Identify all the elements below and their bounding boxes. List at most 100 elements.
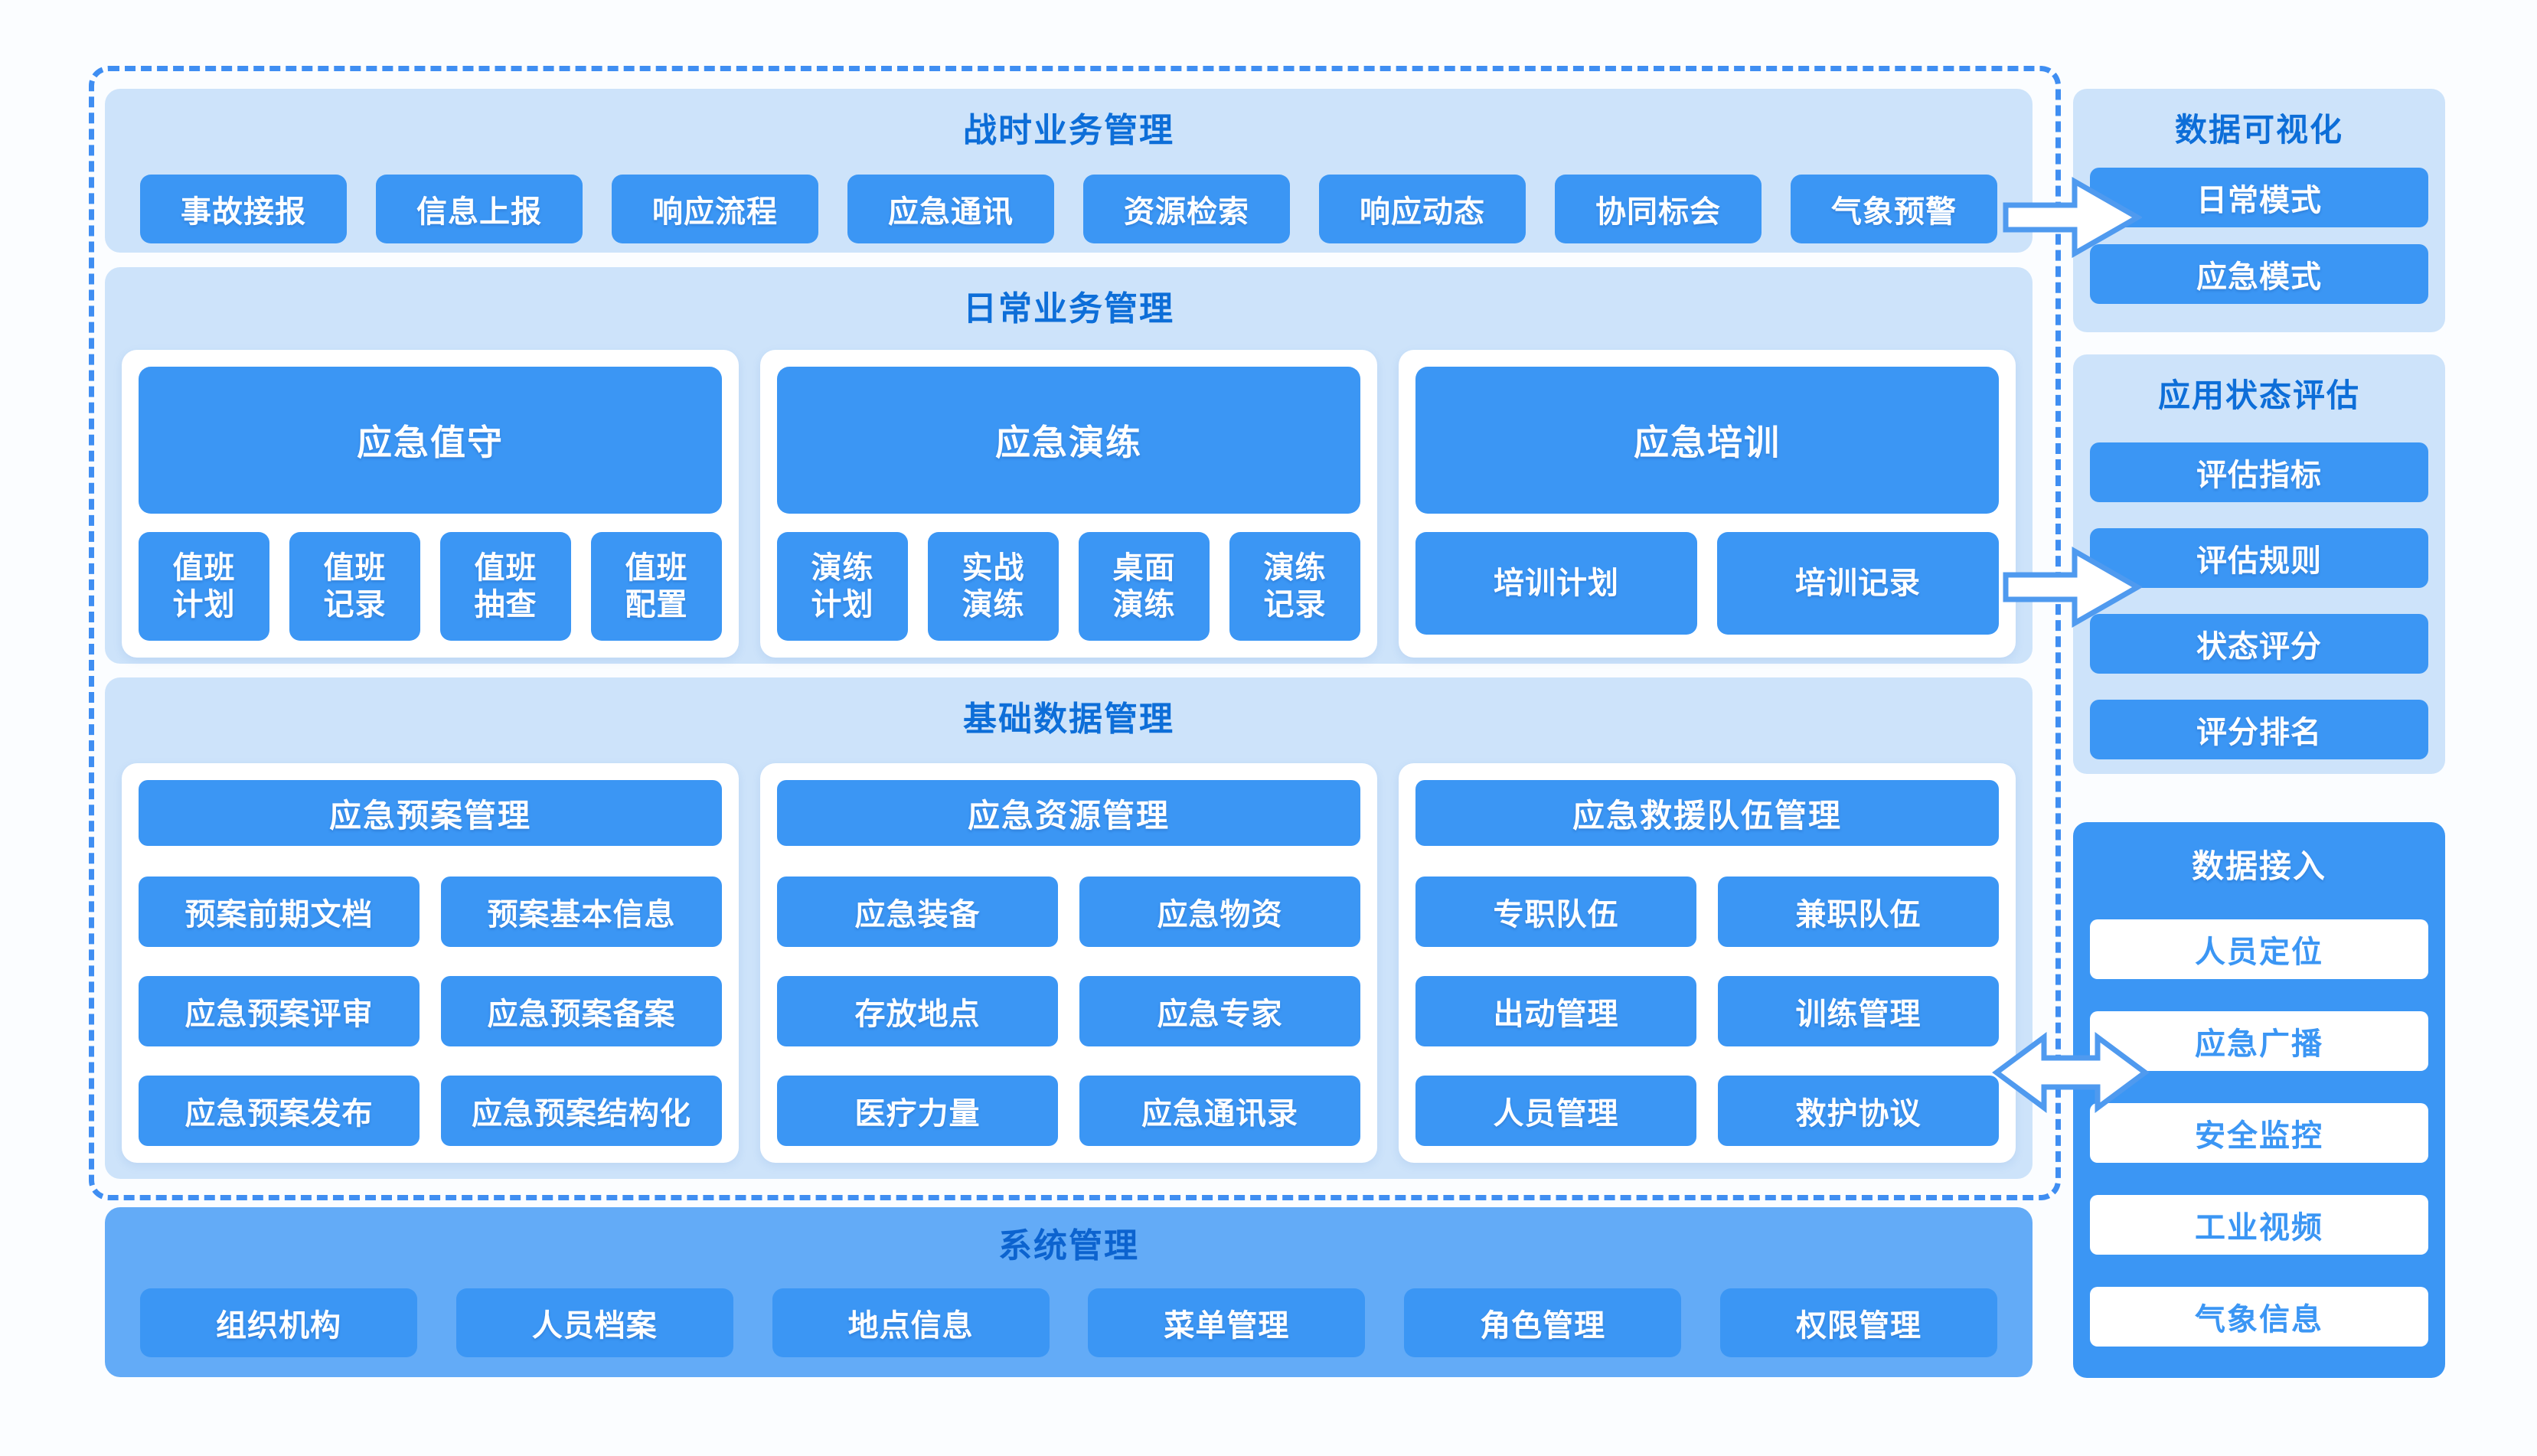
button-plan-review[interactable]: 应急预案评审 xyxy=(139,976,420,1046)
button-label: 值班计划 xyxy=(172,551,236,622)
button-collaborative-marking[interactable]: 协同标会 xyxy=(1555,175,1762,243)
daily-cards-row: 应急值守 值班计划 值班记录 值班抽查 值班配置 应急演练 演练计划 实战演练 … xyxy=(105,330,2033,658)
button-experts[interactable]: 应急专家 xyxy=(1079,976,1360,1046)
card-plan-management: 应急预案管理 预案前期文档 预案基本信息 应急预案评审 应急预案备案 应急预案发… xyxy=(122,763,739,1163)
button-label: 实战演练 xyxy=(962,551,1025,622)
button-label: 值班记录 xyxy=(323,551,387,622)
drill-subbutton-row: 演练计划 实战演练 桌面演练 演练记录 xyxy=(777,532,1360,641)
button-duty-plan[interactable]: 值班计划 xyxy=(139,532,269,641)
button-safety-monitoring[interactable]: 安全监控 xyxy=(2090,1103,2428,1163)
panel-data-access: 数据接入 人员定位 应急广播 安全监控 工业视频 气象信息 xyxy=(2073,822,2445,1378)
button-rescue-agreement[interactable]: 救护协议 xyxy=(1718,1076,1999,1146)
button-drill-record[interactable]: 演练记录 xyxy=(1229,532,1360,641)
duty-subbutton-row: 值班计划 值班记录 值班抽查 值班配置 xyxy=(139,532,722,641)
section-title-daily: 日常业务管理 xyxy=(963,290,1174,328)
section-title-system: 系统管理 xyxy=(998,1227,1139,1265)
button-permission-management[interactable]: 权限管理 xyxy=(1719,1288,1997,1357)
button-daily-mode[interactable]: 日常模式 xyxy=(2090,168,2428,227)
card-emergency-training: 应急培训 培训计划 培训记录 xyxy=(1399,350,2016,658)
button-drill-plan[interactable]: 演练计划 xyxy=(777,532,908,641)
button-training-management[interactable]: 训练管理 xyxy=(1718,976,1999,1046)
button-accident-report[interactable]: 事故接报 xyxy=(140,175,347,243)
basic-cards-row: 应急预案管理 预案前期文档 预案基本信息 应急预案评审 应急预案备案 应急预案发… xyxy=(105,740,2033,1163)
arrow-right-to-evaluation-icon xyxy=(2003,546,2142,628)
button-plan-predocs[interactable]: 预案前期文档 xyxy=(139,877,420,947)
button-info-report[interactable]: 信息上报 xyxy=(376,175,583,243)
button-emergency-comm[interactable]: 应急通讯 xyxy=(847,175,1054,243)
button-organization[interactable]: 组织机构 xyxy=(140,1288,417,1357)
module-emergency-training[interactable]: 应急培训 xyxy=(1415,367,1999,514)
module-resource-management[interactable]: 应急资源管理 xyxy=(777,780,1360,846)
button-personnel-positioning[interactable]: 人员定位 xyxy=(2090,919,2428,979)
system-button-row: 组织机构 人员档案 地点信息 菜单管理 角色管理 权限管理 xyxy=(105,1267,2033,1357)
module-rescue-team-management[interactable]: 应急救援队伍管理 xyxy=(1415,780,1999,846)
button-fulltime-team[interactable]: 专职队伍 xyxy=(1415,877,1696,947)
button-personnel-archive[interactable]: 人员档案 xyxy=(455,1288,733,1357)
team-button-grid: 专职队伍 兼职队伍 出动管理 训练管理 人员管理 救护协议 xyxy=(1415,877,1999,1146)
button-label: 值班配置 xyxy=(625,551,688,622)
button-weather-info[interactable]: 气象信息 xyxy=(2090,1287,2428,1347)
module-emergency-drill[interactable]: 应急演练 xyxy=(777,367,1360,514)
button-weather-warning[interactable]: 气象预警 xyxy=(1791,175,1997,243)
module-plan-management[interactable]: 应急预案管理 xyxy=(139,780,722,846)
button-supplies[interactable]: 应急物资 xyxy=(1079,877,1360,947)
panel-status-evaluation: 应用状态评估 评估指标 评估规则 状态评分 评分排名 xyxy=(2073,354,2445,774)
button-duty-record[interactable]: 值班记录 xyxy=(289,532,420,641)
button-evaluation-indicators[interactable]: 评估指标 xyxy=(2090,442,2428,502)
button-status-score[interactable]: 状态评分 xyxy=(2090,614,2428,674)
training-subbutton-row: 培训计划 培训记录 xyxy=(1415,532,1999,635)
button-duty-config[interactable]: 值班配置 xyxy=(591,532,722,641)
button-plan-structuring[interactable]: 应急预案结构化 xyxy=(441,1076,722,1146)
panel-data-visualization: 数据可视化 日常模式 应急模式 xyxy=(2073,89,2445,332)
section-daily-business: 日常业务管理 应急值守 值班计划 值班记录 值班抽查 值班配置 应急演练 演练计… xyxy=(105,267,2033,664)
card-emergency-drill: 应急演练 演练计划 实战演练 桌面演练 演练记录 xyxy=(760,350,1377,658)
button-dispatch-management[interactable]: 出动管理 xyxy=(1415,976,1696,1046)
plan-button-grid: 预案前期文档 预案基本信息 应急预案评审 应急预案备案 应急预案发布 应急预案结… xyxy=(139,877,722,1146)
button-resource-search[interactable]: 资源检索 xyxy=(1083,175,1290,243)
button-storage-location[interactable]: 存放地点 xyxy=(777,976,1058,1046)
button-duty-spotcheck[interactable]: 值班抽查 xyxy=(440,532,571,641)
button-location-info[interactable]: 地点信息 xyxy=(772,1288,1050,1357)
section-system-management: 系统管理 组织机构 人员档案 地点信息 菜单管理 角色管理 权限管理 xyxy=(105,1207,2033,1377)
button-parttime-team[interactable]: 兼职队伍 xyxy=(1718,877,1999,947)
button-emergency-mode[interactable]: 应急模式 xyxy=(2090,244,2428,304)
button-emergency-broadcast[interactable]: 应急广播 xyxy=(2090,1011,2428,1071)
button-training-plan[interactable]: 培训计划 xyxy=(1415,532,1697,635)
button-plan-basicinfo[interactable]: 预案基本信息 xyxy=(441,877,722,947)
button-label: 演练计划 xyxy=(811,551,874,622)
button-response-flow[interactable]: 响应流程 xyxy=(612,175,818,243)
button-role-management[interactable]: 角色管理 xyxy=(1404,1288,1682,1357)
button-personnel-management[interactable]: 人员管理 xyxy=(1415,1076,1696,1146)
button-industrial-video[interactable]: 工业视频 xyxy=(2090,1195,2428,1255)
button-label: 值班抽查 xyxy=(474,551,537,622)
button-live-drill[interactable]: 实战演练 xyxy=(928,532,1059,641)
button-medical-force[interactable]: 医疗力量 xyxy=(777,1076,1058,1146)
arrow-right-to-visualization-icon xyxy=(2003,176,2142,259)
button-score-ranking[interactable]: 评分排名 xyxy=(2090,700,2428,759)
button-label: 桌面演练 xyxy=(1112,551,1176,622)
button-response-dynamics[interactable]: 响应动态 xyxy=(1319,175,1526,243)
panel-title-access: 数据接入 xyxy=(2191,848,2326,884)
button-plan-publish[interactable]: 应急预案发布 xyxy=(139,1076,420,1146)
wartime-button-row: 事故接报 信息上报 响应流程 应急通讯 资源检索 响应动态 协同标会 气象预警 xyxy=(105,152,2033,243)
section-title-basic: 基础数据管理 xyxy=(963,700,1174,738)
button-tabletop-drill[interactable]: 桌面演练 xyxy=(1079,532,1210,641)
button-plan-filing[interactable]: 应急预案备案 xyxy=(441,976,722,1046)
card-emergency-duty: 应急值守 值班计划 值班记录 值班抽查 值班配置 xyxy=(122,350,739,658)
section-wartime-business: 战时业务管理 事故接报 信息上报 响应流程 应急通讯 资源检索 响应动态 协同标… xyxy=(105,89,2033,253)
button-evaluation-rules[interactable]: 评估规则 xyxy=(2090,528,2428,588)
resource-button-grid: 应急装备 应急物资 存放地点 应急专家 医疗力量 应急通讯录 xyxy=(777,877,1360,1146)
section-title-wartime: 战时业务管理 xyxy=(963,112,1174,149)
button-contact-book[interactable]: 应急通讯录 xyxy=(1079,1076,1360,1146)
panel-title-evaluation: 应用状态评估 xyxy=(2157,377,2360,413)
button-label: 演练记录 xyxy=(1263,551,1327,622)
module-emergency-duty[interactable]: 应急值守 xyxy=(139,367,722,514)
section-basic-data: 基础数据管理 应急预案管理 预案前期文档 预案基本信息 应急预案评审 应急预案备… xyxy=(105,677,2033,1179)
main-dashed-container xyxy=(89,66,2061,1200)
card-rescue-team-management: 应急救援队伍管理 专职队伍 兼职队伍 出动管理 训练管理 人员管理 救护协议 xyxy=(1399,763,2016,1163)
button-equipment[interactable]: 应急装备 xyxy=(777,877,1058,947)
button-menu-management[interactable]: 菜单管理 xyxy=(1088,1288,1366,1357)
button-training-record[interactable]: 培训记录 xyxy=(1717,532,1999,635)
card-resource-management: 应急资源管理 应急装备 应急物资 存放地点 应急专家 医疗力量 应急通讯录 xyxy=(760,763,1377,1163)
arrow-double-to-data-access-icon xyxy=(1992,1032,2150,1113)
